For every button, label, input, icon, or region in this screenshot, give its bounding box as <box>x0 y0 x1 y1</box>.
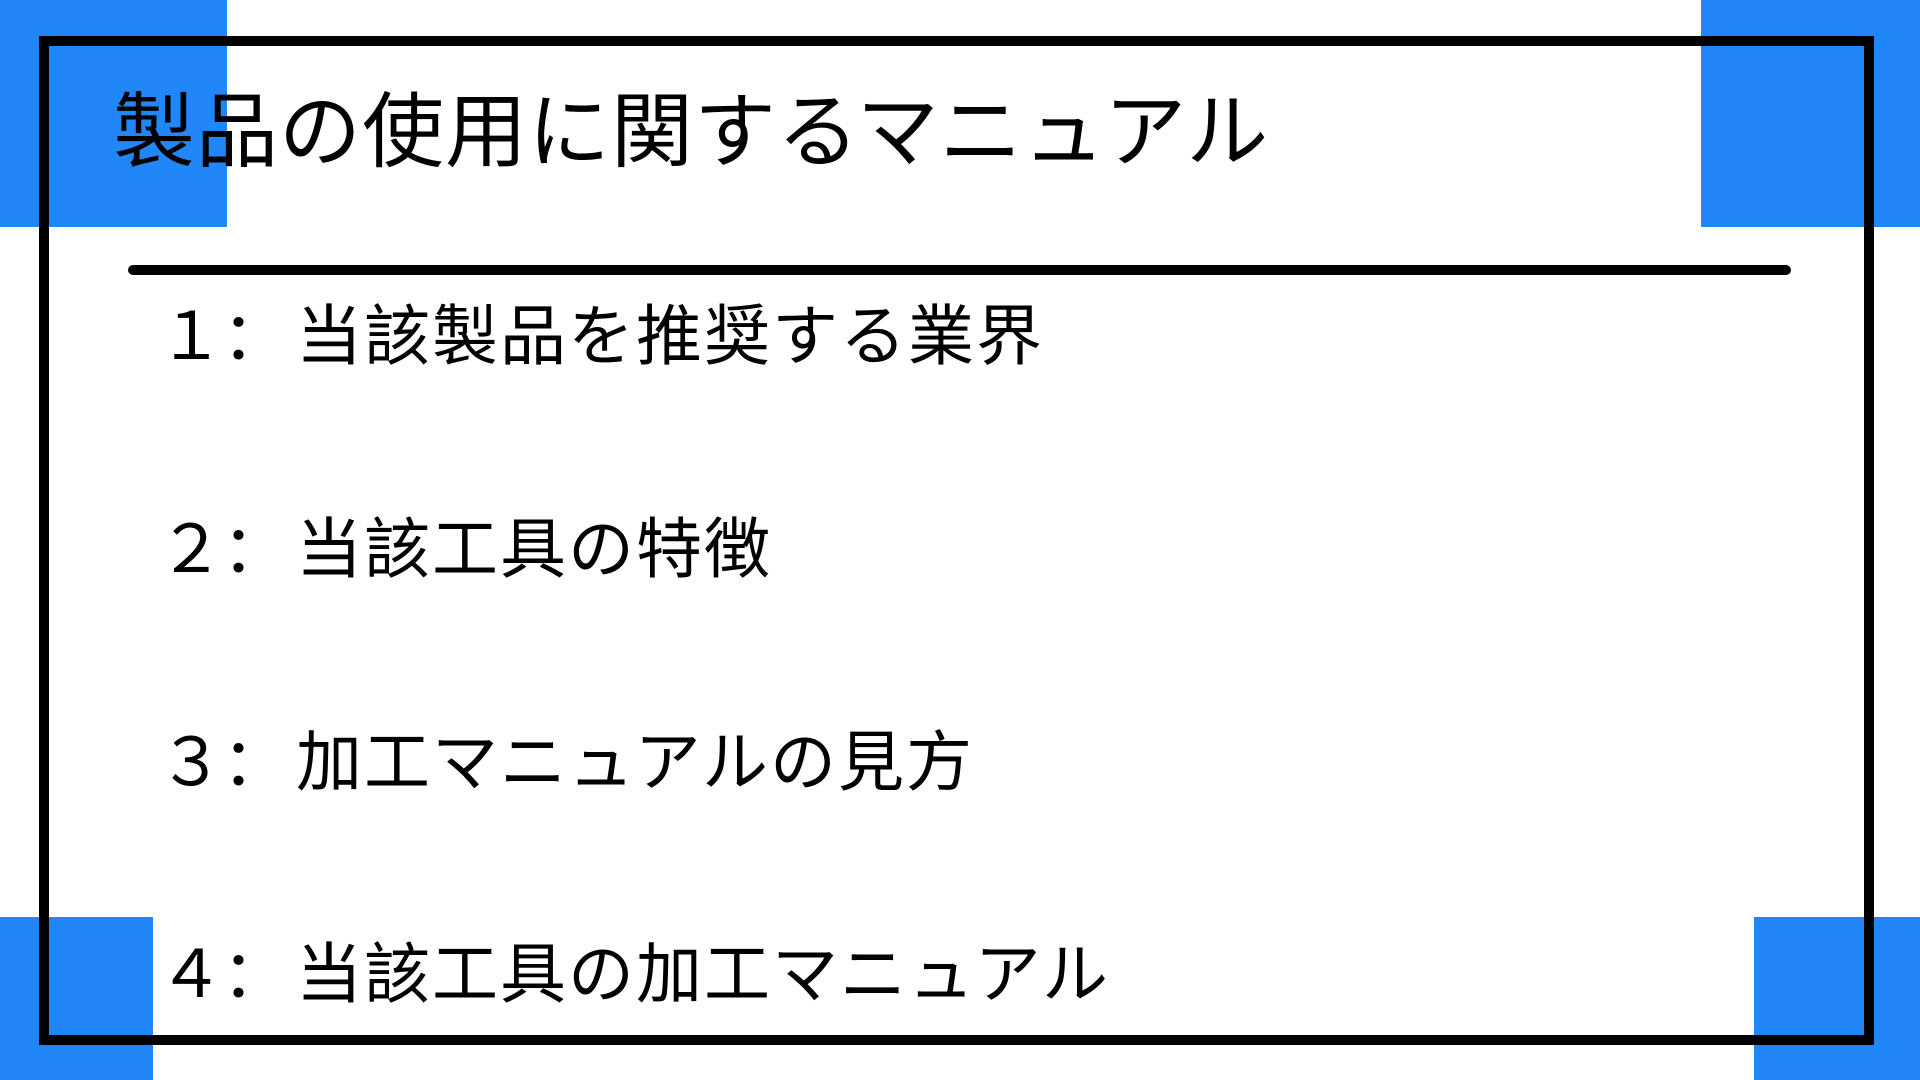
agenda-item-text: 当該工具の特徴 <box>296 511 772 588</box>
agenda-item-separator: ： <box>222 724 290 801</box>
agenda-item: １ ： 当該製品を推奨する業界 <box>158 292 1044 382</box>
agenda-item-text: 加工マニュアルの見方 <box>296 724 975 801</box>
agenda-item-number: ４ <box>158 936 226 1013</box>
title-divider <box>128 265 1791 275</box>
slide-title: 製品の使用に関するマニュアル <box>113 85 1270 180</box>
agenda-item-number: ３ <box>158 724 226 801</box>
agenda-item-separator: ： <box>222 511 290 588</box>
agenda-item: ４ ： 当該工具の加工マニュアル <box>158 930 1110 1020</box>
agenda-item-text: 当該工具の加工マニュアル <box>296 936 1111 1013</box>
corner-accent-bottom-left <box>0 917 153 1080</box>
agenda-item-number: ２ <box>158 511 226 588</box>
agenda-item: ３ ： 加工マニュアルの見方 <box>158 718 974 808</box>
agenda-item-separator: ： <box>222 298 290 375</box>
slide-frame <box>39 36 1874 1045</box>
agenda-item-separator: ： <box>222 936 290 1013</box>
agenda-item-text: 当該製品を推奨する業界 <box>296 298 1044 375</box>
agenda-item-number: １ <box>158 298 226 375</box>
agenda-item: ２ ： 当該工具の特徴 <box>158 505 772 595</box>
corner-accent-bottom-right <box>1754 917 1920 1080</box>
